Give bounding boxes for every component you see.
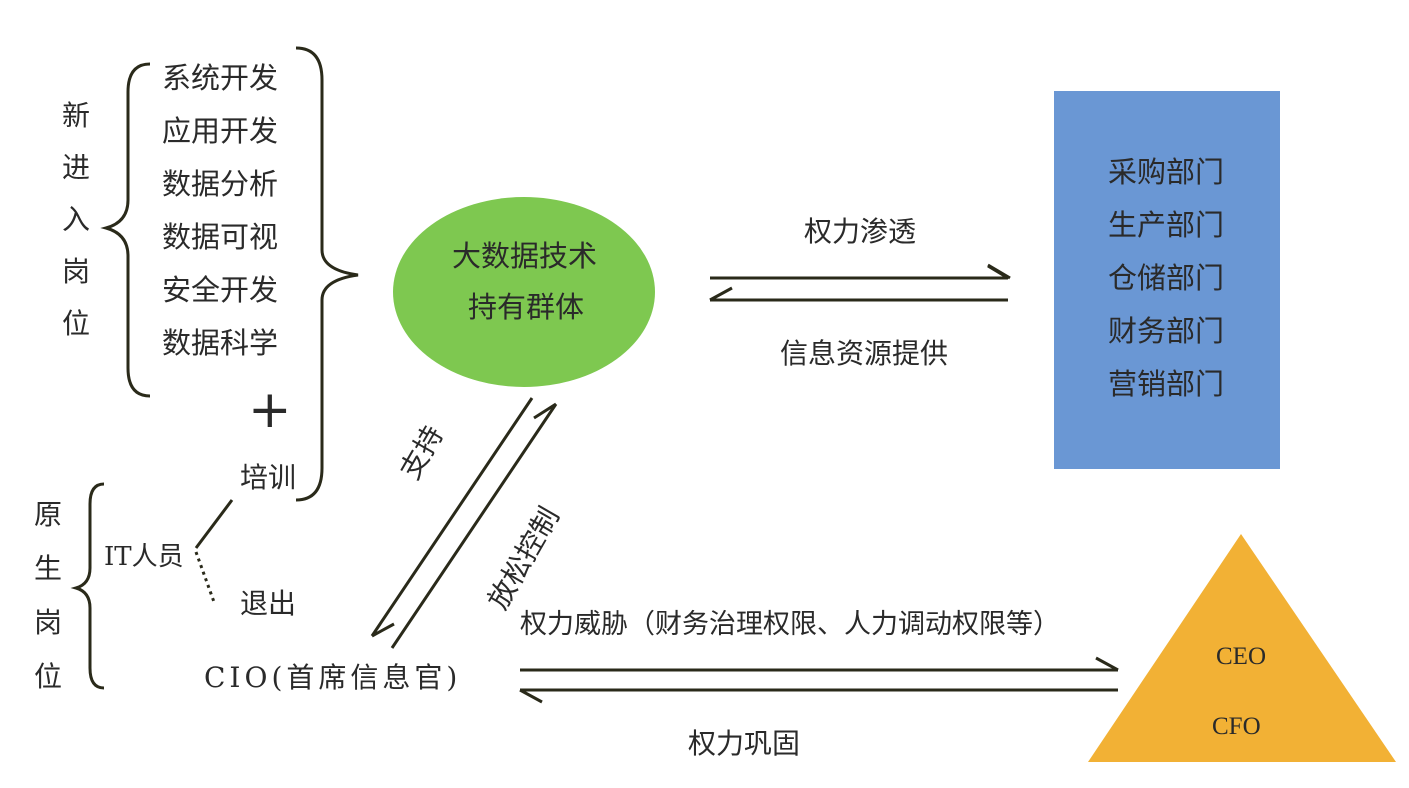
role-system-dev: 系统开发 [162,61,279,95]
new-roles-list: 系统开发 应用开发 数据分析 数据可视 安全开发 数据科学 [162,52,278,370]
plus-sign: + [248,380,292,440]
role-data-analysis: 数据分析 [162,167,279,201]
power-threat-arrow [520,656,1119,672]
info-resources-arrow [709,286,1008,302]
it-to-exit-dotted-line [194,551,216,603]
roles-training-right-brace [295,46,359,502]
power-consolidation-label: 权力巩固 [688,727,801,760]
new-roles-label: 新 进 入 岗 位 [61,99,90,340]
it-to-training-line [194,499,234,549]
ellipse-line-2: 持有群体 [468,290,585,324]
original-roles-label: 原 生 岗 位 [33,498,62,693]
power-penetration-arrow [710,264,1009,280]
power-penetration-label: 权力渗透 [804,215,917,248]
dept-warehouse: 仓储部门 [1108,261,1225,295]
role-security-dev: 安全开发 [162,273,279,307]
training-label: 培训 [240,461,297,494]
exit-label: 退出 [240,587,297,620]
it-staff-label: IT人员 [104,542,184,572]
dept-finance: 财务部门 [1108,314,1225,348]
cfo-label: CFO [1212,713,1261,740]
executive-triangle [1088,534,1396,762]
info-resources-label: 信息资源提供 [780,337,949,370]
role-data-science: 数据科学 [162,326,279,360]
new-roles-left-brace [100,62,151,398]
role-app-dev: 应用开发 [162,114,279,148]
dept-production: 生产部门 [1108,208,1225,242]
role-data-vis: 数据可视 [162,220,279,254]
departments-box [1054,91,1280,469]
cio-label: CIO(首席信息官) [204,661,462,694]
power-threat-label: 权力威胁（财务治理权限、人力调动权限等） [520,609,1060,640]
dept-purchasing: 采购部门 [1108,155,1225,189]
loosen-control-arrow [390,402,558,649]
power-consolidation-arrow [519,688,1118,704]
dept-marketing: 营销部门 [1108,367,1225,401]
support-arrow [370,397,534,638]
ceo-label: CEO [1216,643,1266,670]
original-roles-brace [70,482,105,690]
departments-list: 采购部门 生产部门 仓储部门 财务部门 营销部门 [1108,146,1224,411]
big-data-group-ellipse [393,197,655,387]
ellipse-line-1: 大数据技术 [452,239,598,273]
